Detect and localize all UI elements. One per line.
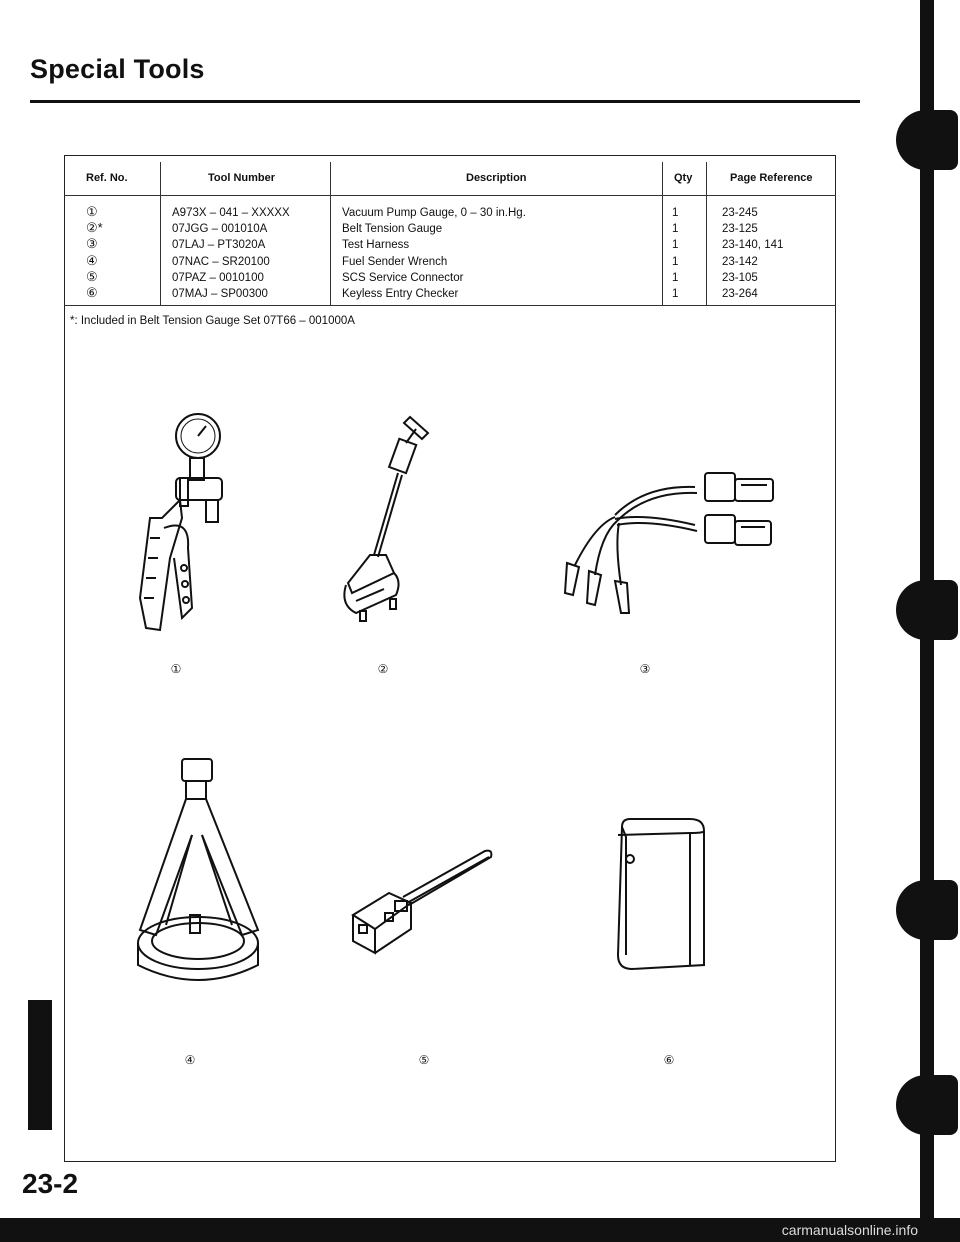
table-row: ① [86,204,98,219]
page-reference: 23-264 [722,288,758,301]
thumb-tab [896,1075,958,1135]
col-divider [330,162,331,305]
page-number: 23-2 [22,1168,79,1199]
page-reference-column: 23-245 23-125 23-140, 141 23-142 23-105 … [722,205,783,302]
header-ref-no: Ref. No. [86,172,128,184]
header-tool-number: Tool Number [208,172,276,184]
footnote: *: Included in Belt Tension Gauge Set 07… [70,315,355,327]
belt-tension-gauge-icon [343,415,430,622]
vacuum-pump-gauge-icon [138,413,223,632]
tool-number: 07PAZ – 0010100 [172,271,264,284]
figure-label: ③ [639,662,651,676]
figure-label: ① [170,662,182,676]
description: Vacuum Pump Gauge, 0 – 30 in.Hg. [342,207,526,219]
thumb-tab [896,110,958,170]
qty: 1 [672,207,679,219]
table-row: ②* [86,220,103,236]
tool-number: 07MAJ – SP00300 [172,288,268,301]
header-qty: Qty [674,172,693,184]
table-row: ④ [86,252,98,268]
qty: 1 [672,288,679,301]
header-description: Description [466,172,527,184]
qty: 1 [672,255,679,268]
page-reference: 23-105 [722,271,758,284]
col-divider [160,162,161,305]
section-marker [28,1000,52,1130]
bottom-bar [0,1218,960,1242]
header-rule [64,195,836,196]
watermark: carmanualsonline.info [781,1222,918,1238]
thumb-tab [896,880,958,940]
col-divider [662,162,663,305]
title-rule [30,100,860,103]
ref-column: ① ②* ③ ④ ⑤ ⑥ [86,204,103,301]
test-harness-icon [563,472,774,614]
page-reference: 23-140, 141 [722,239,784,252]
figure-label: ⑥ [663,1053,675,1067]
qty: 1 [672,271,679,284]
figure-label: ② [377,662,389,676]
table-row: ⑤ [86,268,98,284]
description: Fuel Sender Wrench [342,255,448,268]
col-divider [706,162,707,305]
description: Keyless Entry Checker [342,288,459,301]
tool-number: 07NAC – SR20100 [172,255,270,268]
tool-number: 07JGG – 001010A [172,223,268,236]
tool-number-column: A973X – 041 – XXXXX 07JGG – 001010A 07LA… [172,205,290,302]
qty: 1 [672,223,679,236]
table-row: ⑥ [86,285,98,301]
qty-column: 1 1 1 1 1 1 [672,205,678,302]
page-reference: 23-142 [722,255,758,268]
description: SCS Service Connector [342,271,464,284]
description: Belt Tension Gauge [342,223,443,236]
qty: 1 [672,239,679,252]
header-page-reference: Page Reference [730,172,813,184]
table-row: ③ [86,236,98,252]
fuel-sender-wrench-icon [137,758,260,981]
page-title: Special Tools [30,54,205,84]
thumb-tab [896,580,958,640]
figure-label: ⑤ [418,1053,430,1067]
page-reference: 23-245 [722,207,758,219]
figure-label: ④ [184,1053,196,1067]
tool-number: A973X – 041 – XXXXX [172,207,290,219]
table-bottom-rule [64,305,836,306]
tools-frame [64,155,836,1162]
description: Test Harness [342,239,410,252]
tool-number: 07LAJ – PT3020A [172,239,266,252]
page-reference: 23-125 [722,223,758,236]
description-column: Vacuum Pump Gauge, 0 – 30 in.Hg. Belt Te… [342,205,526,302]
keyless-entry-checker-icon [616,818,705,971]
scs-service-connector-icon [351,849,493,955]
